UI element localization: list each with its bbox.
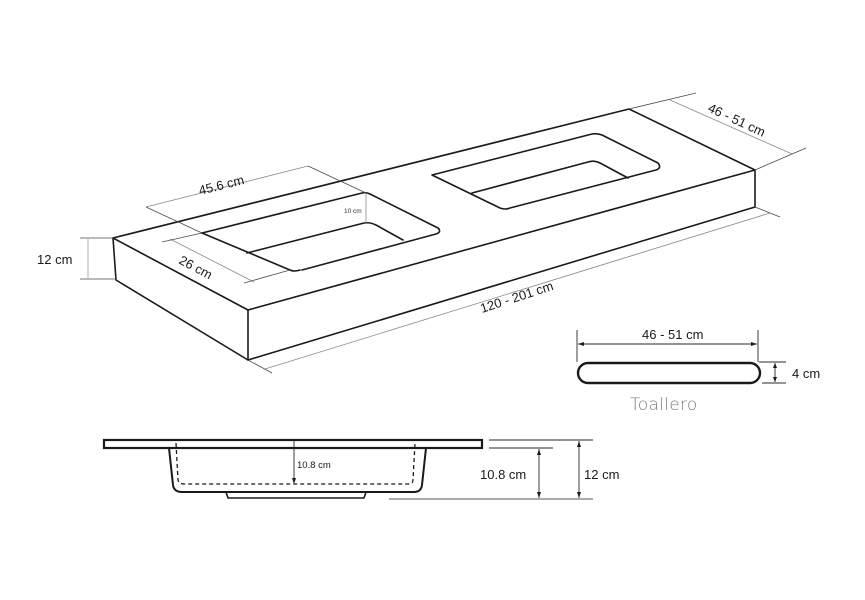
countertop-left-face [112,237,249,361]
basin-depth-label: 10 cm [344,208,362,215]
dim-length [247,206,781,374]
section-total-height-label: 12 cm [584,467,619,482]
section-inner-dashed [175,442,416,485]
towel-rail-shape [576,361,762,385]
countertop-front-face [247,169,756,361]
countertop-top-face [112,108,756,311]
section-view [102,438,593,500]
towel-rail-title: Toallero [630,395,698,415]
section-basin-outline [168,447,427,493]
length-label: 120 - 201 cm [478,278,555,316]
thickness-label: 12 cm [37,252,72,267]
section-side-depth-label: 10.8 cm [480,467,526,482]
left-basin [201,191,441,272]
section-inner-depth-label: 10.8 cm [297,460,331,471]
towel-rail-drawing [576,330,786,385]
basin-width-label: 26 cm [177,252,215,282]
section-slab [102,438,484,450]
towel-rail-height-label: 4 cm [792,366,820,381]
towel-rail-width-label: 46 - 51 cm [642,327,703,342]
basin-length-label: 45.6 cm [197,172,246,198]
dim-depth [628,92,807,171]
dim-basin-length [145,165,367,234]
dim-thickness [80,237,116,280]
section-basin-foot [225,491,367,499]
dim-basin-width [161,232,291,284]
right-basin [431,132,661,210]
